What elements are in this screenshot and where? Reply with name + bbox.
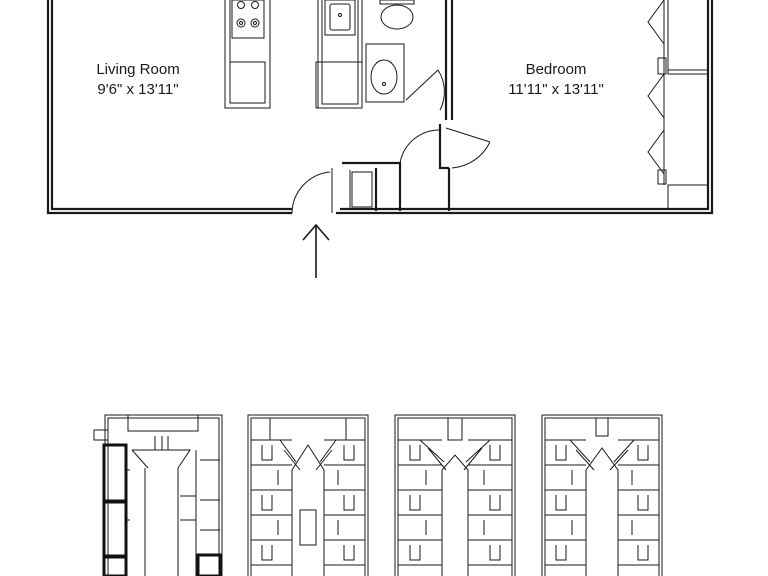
hall-closet	[349, 129, 441, 209]
bathroom	[365, 0, 445, 111]
bedroom-name: Bedroom	[526, 61, 587, 78]
kitchen-sink-icon	[324, 0, 356, 36]
bathroom-sink-icon	[370, 59, 398, 95]
entry-door	[291, 168, 333, 214]
bedroom-dims: 11'11" x 13'11"	[508, 81, 604, 98]
bedroom-closets	[647, 0, 709, 210]
building-plan-3	[394, 414, 516, 576]
exterior-walls	[46, 0, 714, 215]
kitchen-counter	[224, 0, 271, 109]
living-room-dims: 9'6" x 13'11"	[97, 81, 178, 98]
entry-arrow-icon	[302, 223, 330, 278]
stove-icon	[231, 0, 265, 39]
bedroom-door	[445, 127, 491, 169]
kitchen-sink-area	[315, 0, 363, 109]
toilet-icon	[379, 0, 415, 30]
building-plan-1	[93, 414, 223, 576]
building-plan-4	[541, 414, 663, 576]
living-room-name: Living Room	[96, 61, 179, 78]
building-plan-2	[247, 414, 369, 576]
